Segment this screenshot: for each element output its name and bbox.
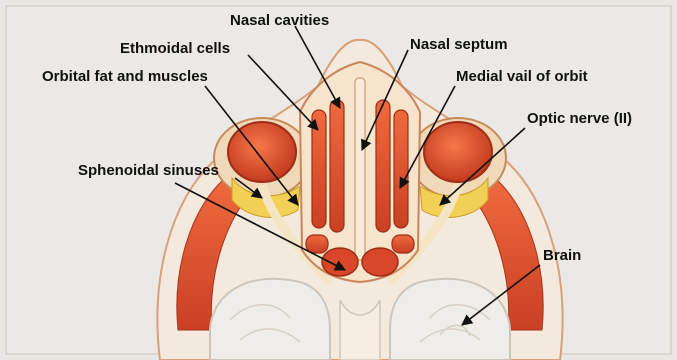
label-optic-nerve: Optic nerve (II) <box>527 110 632 128</box>
left-eyeball <box>228 122 296 182</box>
label-ethmoidal-cells: Ethmoidal cells <box>120 40 230 58</box>
label-brain: Brain <box>543 247 581 265</box>
label-medial-wall: Medial vail of orbit <box>456 68 588 86</box>
label-nasal-cavities: Nasal cavities <box>230 12 329 30</box>
label-orbital-fat-muscles: Orbital fat and muscles <box>42 68 208 86</box>
label-nasal-septum: Nasal septum <box>410 36 508 54</box>
right-eyeball <box>424 122 492 182</box>
label-sphenoidal-sinuses: Sphenoidal sinuses <box>78 162 219 180</box>
nasal-septum-shape <box>355 78 365 260</box>
